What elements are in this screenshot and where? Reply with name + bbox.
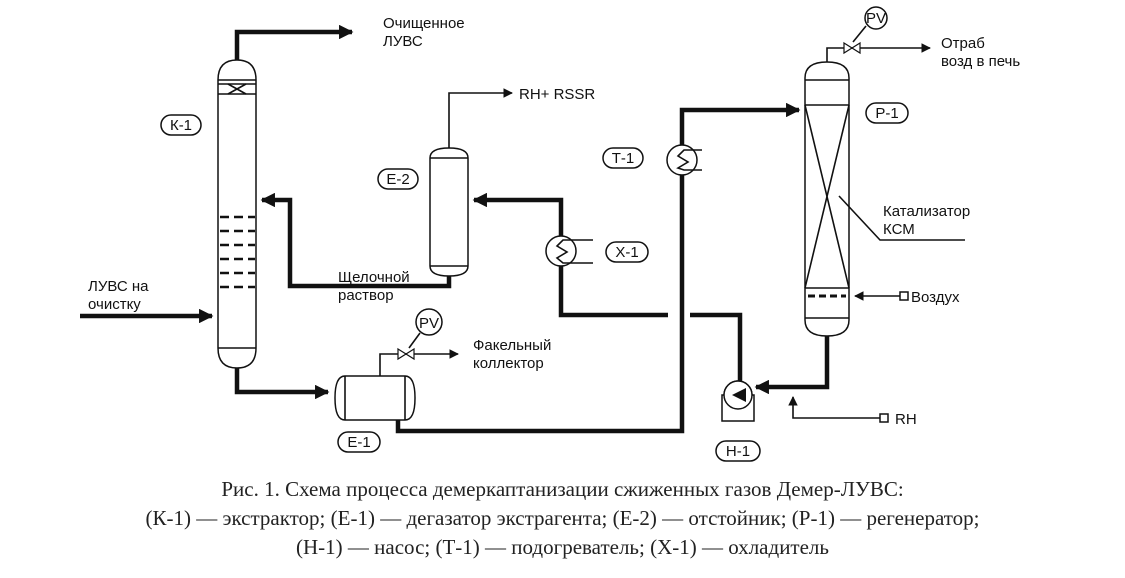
cooler-x1	[545, 235, 593, 267]
caption-line-2: (К-1) — экстрактор; (Е-1) — дегазатор эк…	[145, 506, 980, 530]
process-lines	[80, 24, 830, 434]
tag-pv-e1-text: PV	[419, 315, 439, 332]
tag-e1: Е-1	[337, 431, 381, 453]
label-alkali-2: раствор	[338, 287, 394, 304]
tag-x1: Х-1	[605, 241, 649, 263]
label-feed-2: очистку	[88, 296, 141, 313]
label-spent-air-1: Отраб	[941, 35, 985, 52]
tag-n1: Н-1	[715, 440, 761, 462]
settler-e2	[429, 147, 469, 277]
tag-p1: Р-1	[865, 102, 909, 124]
label-spent-air-2: возд в печь	[941, 53, 1020, 70]
label-alkali-1: Щелочной	[338, 269, 410, 286]
label-catalyst-1: Катализатор	[883, 203, 970, 220]
label-rh: RH	[895, 411, 917, 428]
tag-e2-text: Е-2	[386, 171, 409, 188]
tag-k1-text: К-1	[170, 117, 192, 134]
tag-x1-text: Х-1	[615, 244, 638, 261]
degasser-e1	[334, 375, 416, 421]
tag-t1-text: Т-1	[612, 150, 635, 167]
label-air: Воздух	[911, 289, 960, 306]
heater-t1	[666, 144, 702, 176]
label-feed-1: ЛУВС на	[88, 278, 149, 295]
tag-e2: Е-2	[377, 168, 419, 190]
tag-t1: Т-1	[602, 147, 644, 169]
tag-pv-e1: PV	[415, 308, 443, 336]
utility-lines	[379, 25, 965, 423]
label-catalyst-2: КСМ	[883, 221, 915, 238]
tag-e1-text: Е-1	[347, 434, 370, 451]
label-purified-1: Очищенное	[383, 15, 465, 32]
pump-h1	[721, 380, 755, 422]
tag-pv-p1: PV	[864, 6, 888, 30]
caption-line-1: Рис. 1. Схема процесса демеркаптанизации…	[221, 477, 904, 501]
label-purified-2: ЛУВС	[383, 33, 423, 50]
tag-n1-text: Н-1	[726, 443, 750, 460]
label-rh-rssr: RH+ RSSR	[519, 86, 595, 103]
label-flare-2: коллектор	[473, 355, 544, 372]
tag-pv-p1-text: PV	[866, 10, 886, 27]
extractor-k1	[217, 59, 257, 369]
caption-line-3: (Н-1) — насос; (Т-1) — подогреватель; (Х…	[296, 535, 829, 559]
regenerator-p1	[804, 61, 850, 337]
label-flare-1: Факельный	[473, 337, 551, 354]
tag-k1: К-1	[160, 114, 202, 136]
tag-p1-text: Р-1	[875, 105, 898, 122]
control-valve-e1	[397, 347, 415, 361]
control-valve-p1	[843, 41, 861, 55]
